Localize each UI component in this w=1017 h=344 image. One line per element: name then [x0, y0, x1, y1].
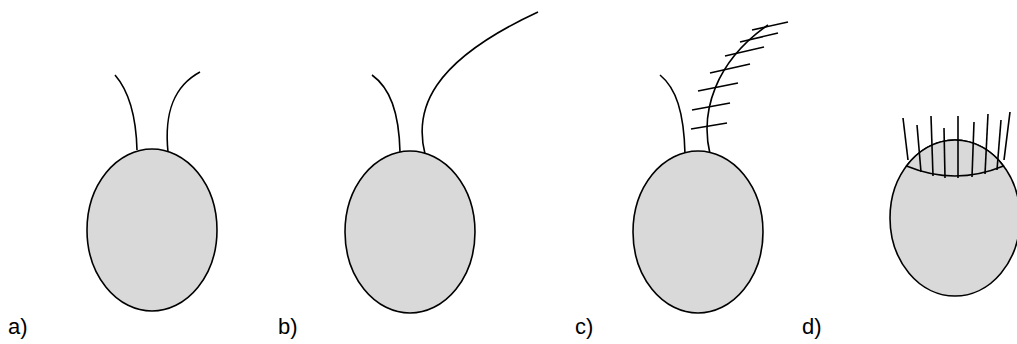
panel-label: b): [278, 316, 298, 338]
panel-label: d): [802, 316, 822, 338]
mastigonemes: [691, 22, 788, 129]
panel-label: c): [575, 316, 593, 338]
unequal-flagella-cell: [345, 12, 538, 313]
flagellum: [372, 75, 400, 152]
flagellum: [660, 75, 685, 154]
tinsel-flagellum: [707, 25, 768, 154]
ciliated-cell: [890, 112, 1017, 296]
panel-label: a): [8, 316, 28, 338]
cell-body: [87, 149, 217, 311]
flagellum: [115, 75, 137, 150]
biflagellate-cell: [87, 72, 217, 311]
cell-body: [633, 151, 763, 313]
long-flagellum: [422, 12, 538, 154]
heterokont-cell: [633, 22, 788, 313]
cilia: [903, 112, 1010, 178]
flagellum: [167, 72, 200, 152]
cell-body: [345, 151, 475, 313]
